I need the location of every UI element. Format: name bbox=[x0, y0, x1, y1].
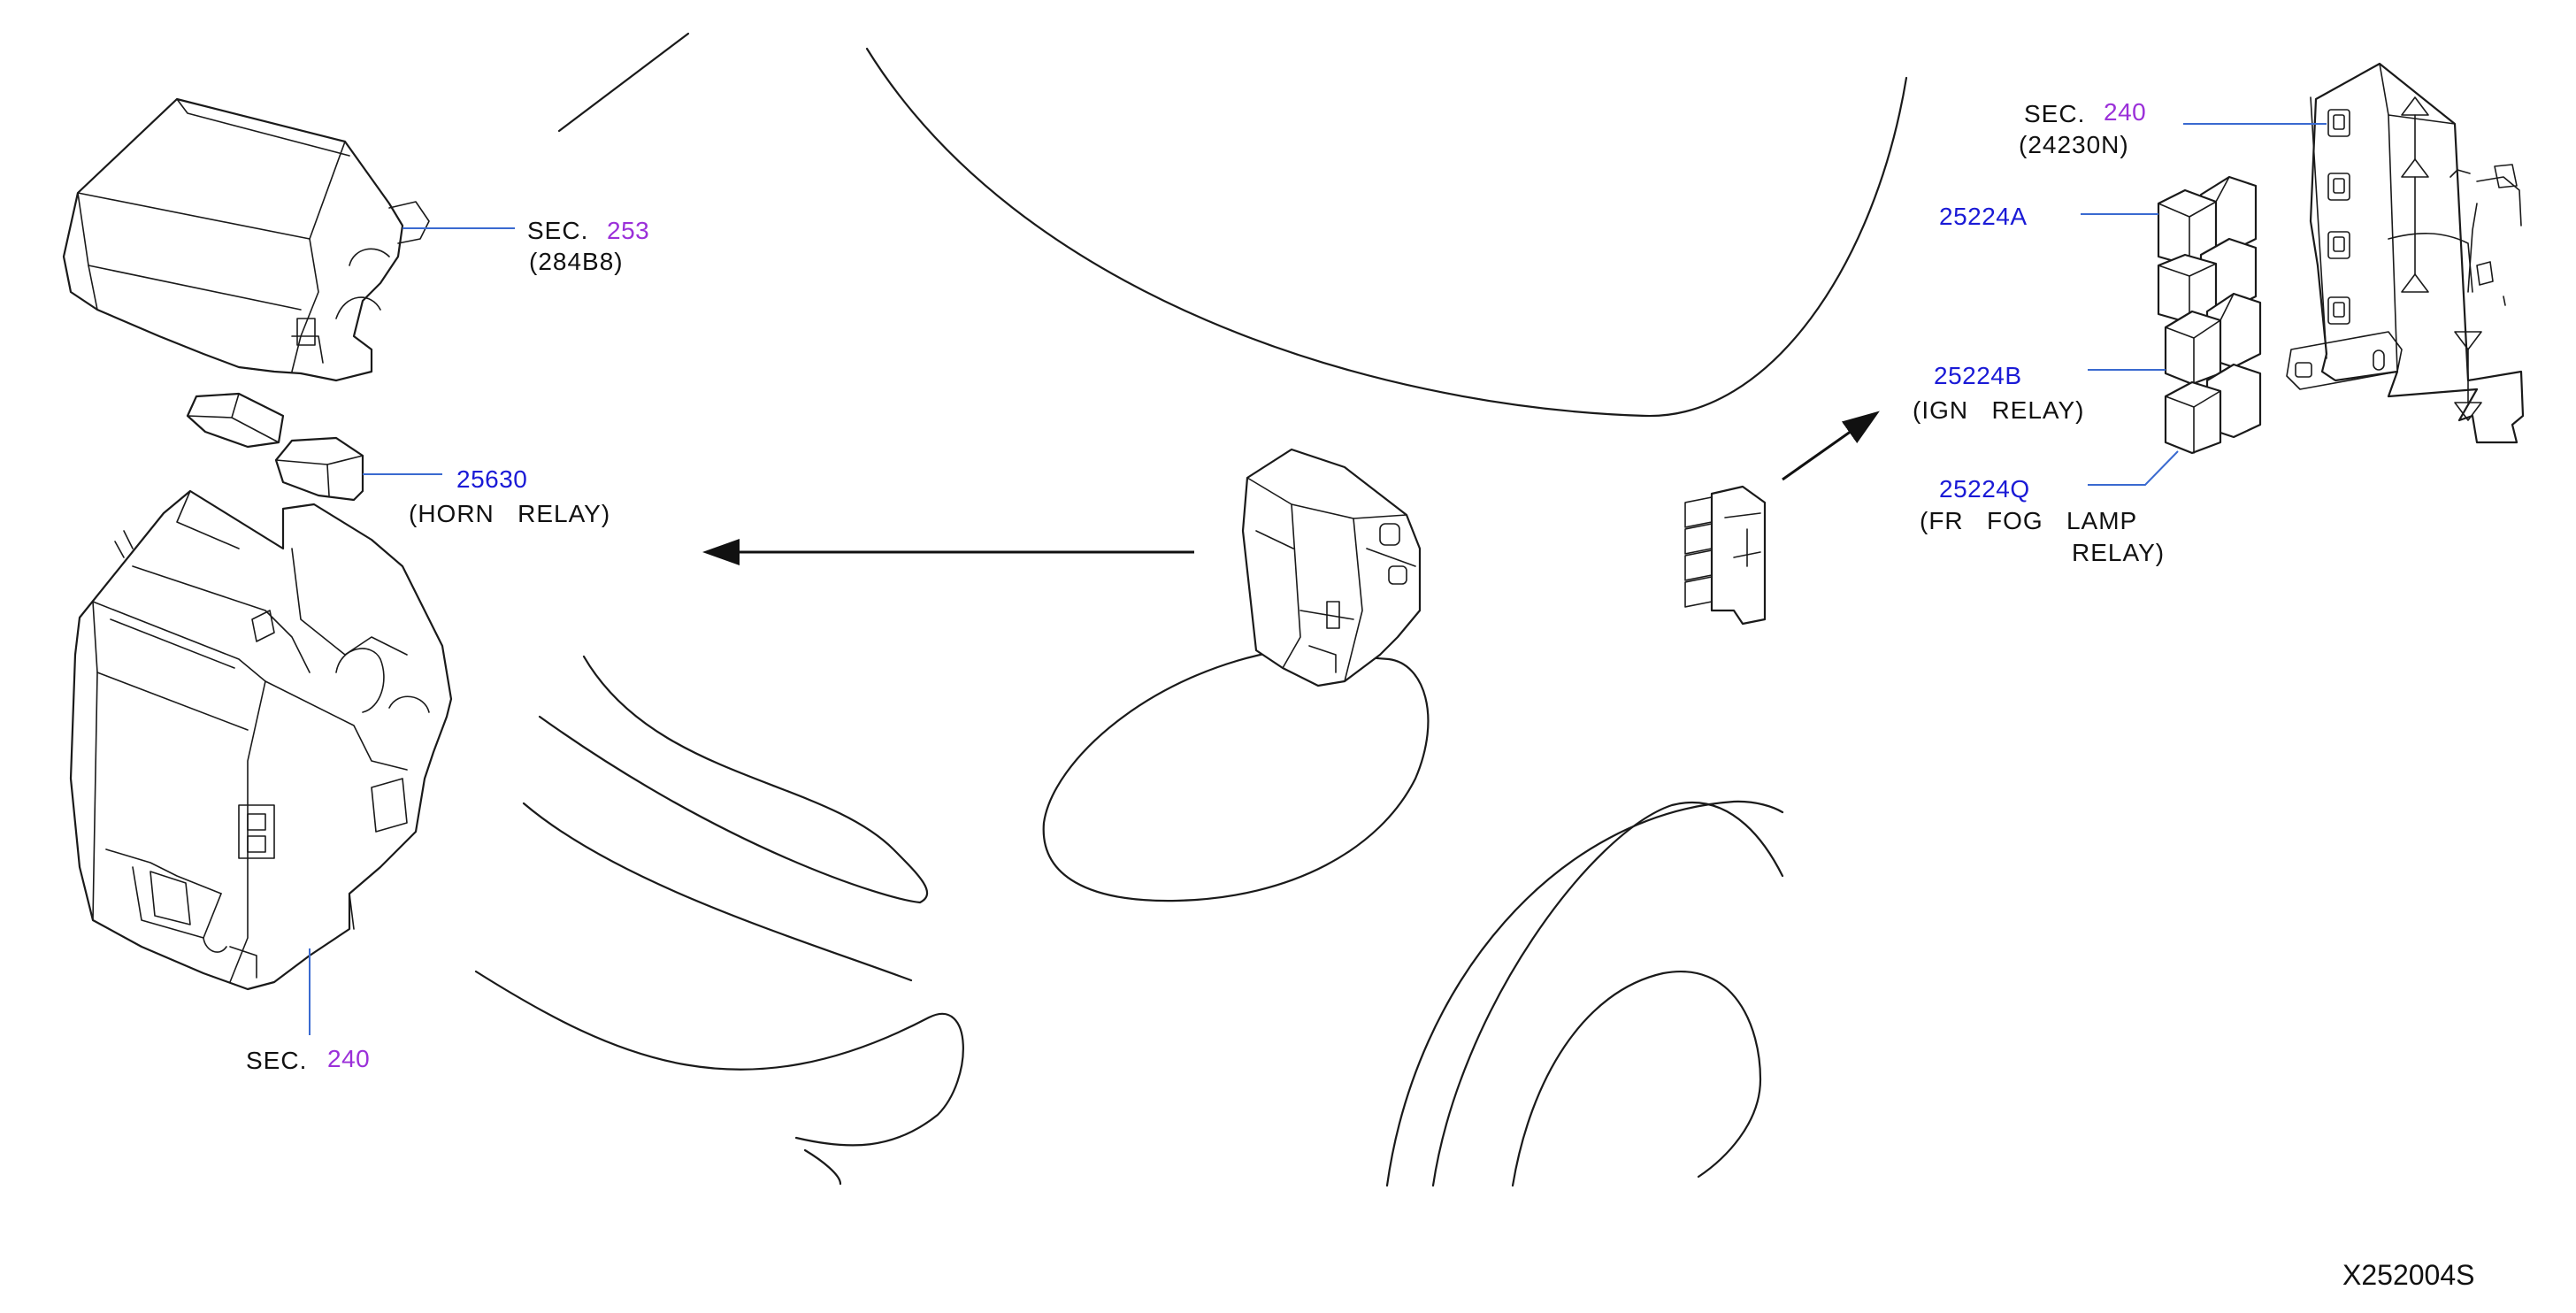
sec240-right-prefix: SEC. bbox=[2024, 100, 2085, 127]
callout-25224a: 25224A bbox=[1939, 203, 2028, 230]
relay-bracket-detail bbox=[2286, 62, 2525, 444]
arrow-to-right-detail bbox=[1782, 411, 1880, 481]
leader-25224q bbox=[2088, 450, 2179, 486]
callout-sec240-left: SEC. 240 bbox=[246, 1045, 370, 1074]
r25224q-number[interactable]: 25224Q bbox=[1939, 475, 2030, 503]
fuse-box-lower-body bbox=[69, 489, 453, 991]
callout-horn-relay: 25630 (HORN RELAY) bbox=[409, 465, 610, 527]
r25224q-note-line2: RELAY) bbox=[2072, 539, 2165, 566]
relay-25224a bbox=[2157, 175, 2258, 267]
r25224q-note-line1: (FR FOG LAMP bbox=[1920, 507, 2137, 534]
callout-25224b: 25224B (IGN RELAY) bbox=[1913, 362, 2085, 424]
sec240-left-number[interactable]: 240 bbox=[327, 1045, 370, 1072]
center-fuse-box bbox=[1042, 448, 1430, 902]
sec240-right-number[interactable]: 240 bbox=[2104, 98, 2146, 126]
vehicle-body-outline bbox=[474, 32, 1908, 1187]
r25224b-number[interactable]: 25224B bbox=[1934, 362, 2022, 389]
diagram-code: X252004S bbox=[2342, 1259, 2474, 1291]
sec240-right-note: (24230N) bbox=[2019, 131, 2129, 158]
fuse-box-upper-cover bbox=[62, 97, 430, 382]
r25224b-note: (IGN RELAY) bbox=[1913, 396, 2085, 424]
sec253-note: (284B8) bbox=[529, 248, 624, 275]
relay-upper-2 bbox=[2157, 237, 2258, 325]
sec240-left-prefix: SEC. bbox=[246, 1047, 307, 1074]
relay-block-1 bbox=[186, 392, 285, 449]
horn-relay-note: (HORN RELAY) bbox=[409, 500, 610, 527]
horn-relay bbox=[274, 436, 364, 502]
svg-text:SEC.: SEC. bbox=[527, 217, 588, 244]
callout-sec240-right: SEC. 240 (24230N) bbox=[2019, 98, 2146, 158]
sec253-number[interactable]: 253 bbox=[607, 217, 649, 244]
relay-25224b bbox=[2164, 292, 2262, 386]
small-relay-bracket bbox=[1684, 485, 1767, 626]
relay-25224q bbox=[2164, 363, 2262, 455]
horn-relay-number[interactable]: 25630 bbox=[456, 465, 527, 493]
callout-sec253: SEC. 253 (284B8) bbox=[527, 217, 649, 275]
r25224a-number[interactable]: 25224A bbox=[1939, 203, 2028, 230]
sec253-prefix: SEC. bbox=[527, 217, 588, 244]
callout-25224q: 25224Q (FR FOG LAMP RELAY) bbox=[1920, 475, 2165, 566]
